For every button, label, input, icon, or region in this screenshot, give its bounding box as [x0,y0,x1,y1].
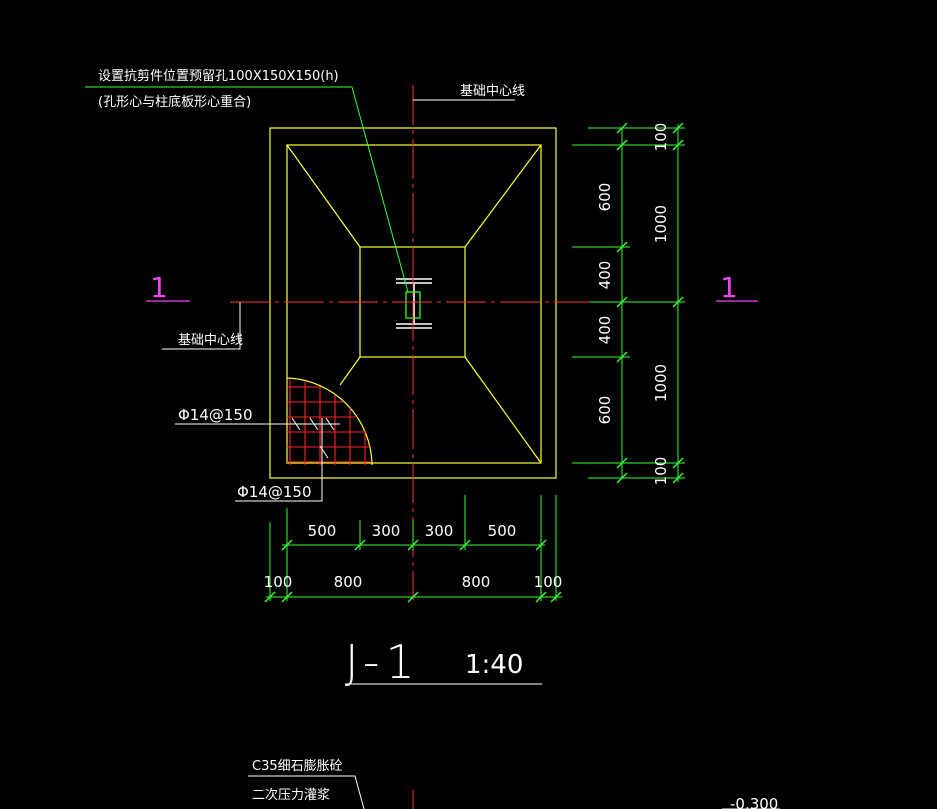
slope-line-top-right [464,144,542,248]
section-mark-right: 1 [720,271,738,304]
dimension-ticks [264,122,684,603]
dim-bottom-outer-1: 100 [264,573,293,591]
dim-right-inner-6: 100 [652,457,670,486]
dimension-lines [266,124,685,601]
hole-note-line1: 设置抗剪件位置预留孔100X150X150(h) [98,68,339,84]
rebar-detail-arc [286,377,373,466]
dim-right-inner-1: 100 [652,123,670,152]
steel-column-section [396,278,432,329]
centerline-label-left: 基础中心线 [178,333,243,348]
grout-note-line1: C35细石膨胀砼 [252,759,343,774]
leader-lines [85,86,780,809]
dim-bottom-outer-4: 100 [534,573,563,591]
centerline-label-top: 基础中心线 [460,84,525,99]
slope-line-bottom-left [339,356,361,386]
foundation-pedestal-edge [286,144,542,464]
section-mark-left: 1 [150,271,168,304]
dim-right-outer-2: 1000 [652,364,670,402]
rebar-grid [287,380,372,465]
grout-leader [248,775,365,809]
centerlines [230,85,590,809]
slope-line-bottom-right [464,356,542,464]
dim-right-outer-1: 1000 [652,205,670,243]
dim-right-inner-2: 600 [596,183,614,212]
drawing-scale: 1:40 [465,650,523,680]
dim-bottom-outer-3: 800 [462,573,491,591]
dim-bottom-inner-2: 300 [372,522,401,540]
slope-line-top-left [286,144,361,248]
dim-right-inner-3: 400 [596,261,614,290]
rebar-label-1: Φ14@150 [178,406,253,424]
dim-bottom-inner-4: 500 [488,522,517,540]
centerline-left-leader [162,302,241,350]
dim-right-inner-5: 600 [596,396,614,425]
dim-bottom-inner-3: 300 [425,522,454,540]
dim-bottom-outer-2: 800 [334,573,363,591]
rebar-2-leader [235,418,323,502]
elevation-label: -0.300 [730,795,778,809]
dim-right-inner-4: 400 [596,316,614,345]
grout-note-line2: 二次压力灌浆 [252,787,330,803]
rebar-label-2: Φ14@150 [237,483,312,501]
dim-bottom-inner-1: 500 [308,522,337,540]
hole-note-line2: (孔形心与柱底板形心重合) [98,94,251,110]
hole-note-leader [85,86,409,293]
drawing-title: J-1 [345,635,421,689]
